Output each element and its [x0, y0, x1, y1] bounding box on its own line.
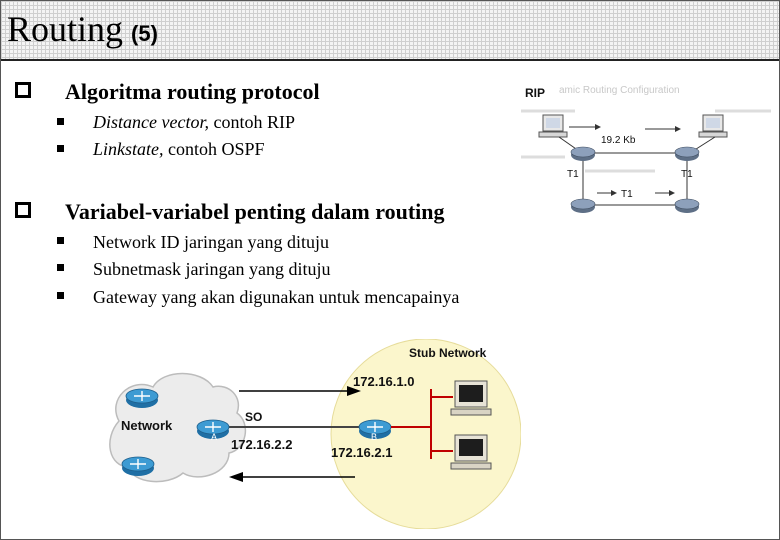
arrow-head-icon — [675, 126, 681, 132]
title-text: Routing — [7, 9, 124, 49]
rip-diagram: amic Routing Configuration RIP — [515, 81, 777, 219]
list-item-text: contoh OSPF — [163, 139, 265, 159]
arrow-head-icon — [669, 190, 675, 196]
computer-icon — [538, 114, 568, 138]
checkbox-bullet-icon — [15, 202, 31, 218]
list-item: Gateway yang akan digunakan untuk mencap… — [93, 287, 460, 307]
list-item: Network ID jaringan yang dituju — [93, 232, 329, 252]
list-item-text: contoh RIP — [208, 112, 295, 132]
router-b-label: B — [371, 432, 377, 442]
arrow-head-icon — [611, 190, 617, 196]
list-item-italic: Distance vector, — [93, 112, 209, 132]
square-bullet-icon — [57, 145, 64, 152]
checkbox-bullet-icon — [15, 82, 31, 98]
arrow-head-icon — [347, 386, 361, 396]
computer-icon — [698, 114, 728, 138]
router-a-label: A — [211, 432, 217, 442]
square-bullet-icon — [57, 292, 64, 299]
router-a-icon — [196, 419, 230, 439]
t1-label-bottom: T1 — [621, 189, 633, 200]
so-label: SO — [245, 410, 262, 424]
router-icon — [570, 198, 596, 213]
link-line — [692, 136, 716, 152]
ip-a-label: 172.16.2.2 — [231, 437, 292, 452]
ip-b-label: 172.16.2.1 — [331, 445, 392, 460]
rip-diagram-background — [515, 81, 777, 219]
stub-network-diagram: Stub Network Network A B — [109, 339, 521, 529]
section-heading-routing-variables: Variabel-variabel penting dalam routing — [65, 199, 445, 224]
faded-heading-text: amic Routing Configuration — [559, 85, 680, 96]
rip-label: RIP — [525, 86, 545, 100]
t1-label-left: T1 — [567, 169, 579, 180]
router-icon — [570, 146, 596, 161]
stub-network-area — [330, 339, 521, 529]
network-label: Network — [121, 418, 173, 433]
router-icon — [674, 146, 700, 161]
router-icon — [674, 198, 700, 213]
router-b-icon — [358, 419, 392, 439]
title-number: (5) — [131, 21, 158, 46]
section-heading-routing-algorithm: Algoritma routing protocol — [65, 79, 320, 104]
square-bullet-icon — [57, 118, 64, 125]
square-bullet-icon — [57, 237, 64, 244]
t1-label-right: T1 — [681, 169, 693, 180]
router-icon — [125, 388, 159, 408]
arrow-head-icon — [595, 124, 601, 130]
computer-icon — [450, 380, 492, 416]
link-speed-label: 19.2 Kb — [601, 135, 636, 146]
list-item: Linkstate, contoh OSPF — [93, 138, 265, 160]
slide-title: Routing (5) — [7, 7, 158, 56]
router-icon — [121, 456, 155, 476]
arrow-head-icon — [229, 472, 243, 482]
ip-network-label: 172.16.1.0 — [353, 374, 414, 389]
square-bullet-icon — [57, 264, 64, 271]
list-item: Distance vector, contoh RIP — [93, 111, 295, 133]
list-item: Subnetmask jaringan yang dituju — [93, 259, 331, 279]
title-bar: Routing (5) — [1, 1, 779, 61]
stub-network-label: Stub Network — [409, 346, 487, 360]
computer-icon — [450, 434, 492, 470]
list-item-italic: Linkstate, — [93, 139, 164, 159]
